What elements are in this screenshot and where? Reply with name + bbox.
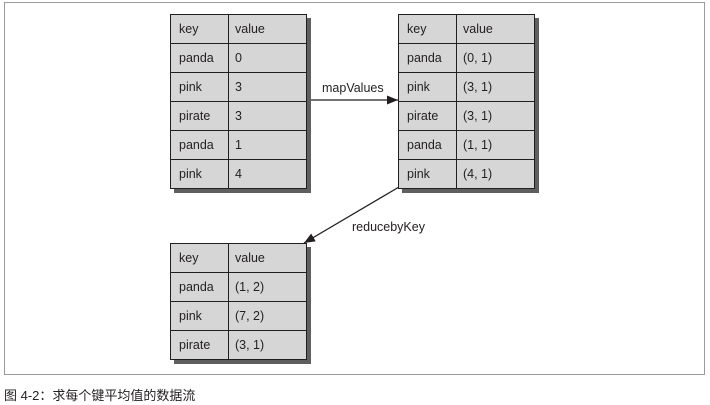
table-row: pink 4 <box>171 160 306 188</box>
value-cell: 1 <box>235 138 242 152</box>
key-cell: panda <box>399 44 457 72</box>
key-cell: pink <box>171 73 229 101</box>
table-header-row: key value <box>171 244 306 273</box>
key-cell: pink <box>399 73 457 101</box>
value-cell: (3, 1) <box>463 80 493 94</box>
key-cell: pink <box>171 302 229 330</box>
table-row: pirate 3 <box>171 102 306 131</box>
key-cell: panda <box>171 44 229 72</box>
key-cell: pirate <box>171 331 229 359</box>
column-header-value: value <box>463 22 493 36</box>
value-cell: (3, 1) <box>463 109 493 123</box>
table-row: panda (0, 1) <box>399 44 534 73</box>
table-row: panda (1, 1) <box>399 131 534 160</box>
reduce-by-key-label: reducebyKey <box>352 220 425 234</box>
reduced-table: key value panda (1, 2) pink (7, 2) pirat… <box>170 243 307 360</box>
table-row: pink 3 <box>171 73 306 102</box>
mapped-table: key value panda (0, 1) pink (3, 1) pirat… <box>398 14 535 189</box>
table-row: pink (7, 2) <box>171 302 306 331</box>
key-cell: panda <box>171 131 229 159</box>
value-cell: 0 <box>235 51 242 65</box>
value-cell: 3 <box>235 109 242 123</box>
value-cell: (4, 1) <box>463 167 493 181</box>
value-cell: (1, 1) <box>463 138 493 152</box>
table-row: panda 1 <box>171 131 306 160</box>
table-row: pirate (3, 1) <box>171 331 306 359</box>
value-cell: (3, 1) <box>235 338 265 352</box>
table-header-row: key value <box>399 15 534 44</box>
reduce-by-key-arrow <box>303 186 400 244</box>
table-row: pink (4, 1) <box>399 160 534 188</box>
table-row: pink (3, 1) <box>399 73 534 102</box>
value-cell: (7, 2) <box>235 309 265 323</box>
key-cell: pink <box>399 160 457 188</box>
value-cell: (1, 2) <box>235 280 265 294</box>
table-row: panda 0 <box>171 44 306 73</box>
table-row: pirate (3, 1) <box>399 102 534 131</box>
value-cell: 3 <box>235 80 242 94</box>
key-cell: pink <box>171 160 229 188</box>
key-cell: pirate <box>171 102 229 130</box>
figure-caption: 图 4-2：求每个键平均值的数据流 <box>4 388 196 403</box>
key-cell: panda <box>171 273 229 301</box>
column-header-key: key <box>171 15 229 43</box>
key-cell: panda <box>399 131 457 159</box>
key-cell: pirate <box>399 102 457 130</box>
table-row: panda (1, 2) <box>171 273 306 302</box>
value-cell: (0, 1) <box>463 51 493 65</box>
column-header-key: key <box>171 244 229 272</box>
table-header-row: key value <box>171 15 306 44</box>
figure-frame <box>4 2 705 375</box>
column-header-key: key <box>399 15 457 43</box>
value-cell: 4 <box>235 167 242 181</box>
input-table: key value panda 0 pink 3 pirate 3 panda … <box>170 14 307 189</box>
column-header-value: value <box>235 251 265 265</box>
map-values-label: mapValues <box>322 81 384 95</box>
column-header-value: value <box>235 22 265 36</box>
